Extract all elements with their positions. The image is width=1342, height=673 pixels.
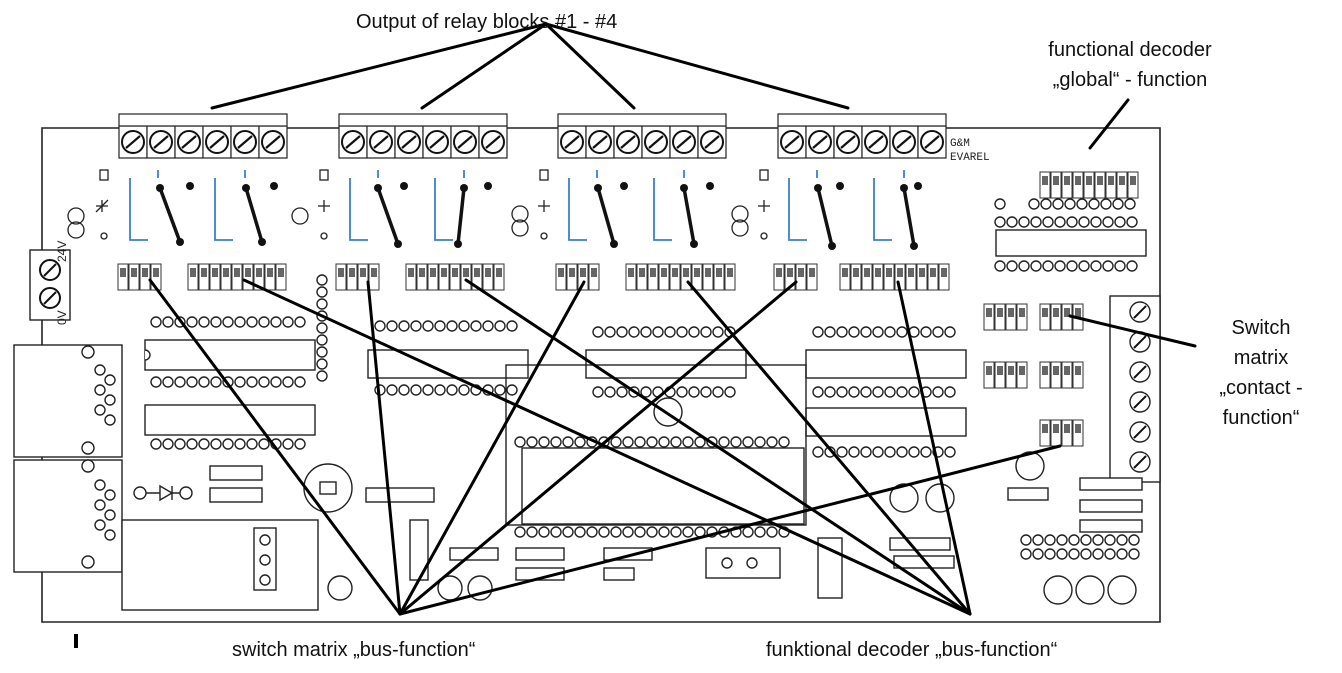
label-decoder-global-line1: functional decoder	[1048, 39, 1212, 61]
relay-side-components	[67, 169, 770, 240]
rj-connector-1	[13, 344, 123, 458]
voltage-0v-label: 0V	[55, 310, 69, 325]
label-switch-contact-line2: matrix	[1233, 347, 1289, 369]
label-switch-bus: switch matrix „bus-function“	[232, 639, 476, 661]
label-decoder-global-line2: „global“ - function	[1052, 69, 1208, 91]
label-switch-contact-line4: function“	[1222, 407, 1300, 429]
relay-terminal-block-4	[776, 113, 948, 160]
label-decoder-bus: funktional decoder „bus-function“	[766, 639, 1058, 661]
relay-2	[349, 170, 492, 248]
label-relay-outputs: Output of relay blocks #1 - #4	[356, 11, 618, 33]
relay-3	[568, 170, 714, 248]
relay-1	[129, 170, 278, 246]
contact-terminal-block	[1109, 295, 1161, 483]
power-terminal: 24V 0V	[29, 241, 71, 325]
relay-terminal-block-1	[117, 113, 289, 160]
label-switch-contact: Switch matrix „contact - function“	[1196, 316, 1326, 430]
label-switch-contact-line1: Switch	[1231, 317, 1291, 339]
board-marking-brand: G&M	[950, 138, 970, 150]
ic-chips	[144, 229, 1147, 526]
relay-terminal-block-2	[337, 113, 509, 160]
label-decoder-global: functional decoder „global“ - function	[1010, 38, 1250, 92]
voltage-24v-label: 24V	[55, 241, 69, 262]
relay-4	[788, 170, 922, 250]
label-switch-contact-line3: „contact -	[1219, 377, 1303, 399]
stray-mark	[74, 634, 78, 648]
annotation-lines	[148, 22, 1197, 616]
relay-terminal-block-3	[556, 113, 728, 160]
rj-connector-2	[13, 459, 123, 573]
board-marking-name: EVAREL	[950, 152, 990, 164]
bottom-components	[121, 397, 1143, 611]
